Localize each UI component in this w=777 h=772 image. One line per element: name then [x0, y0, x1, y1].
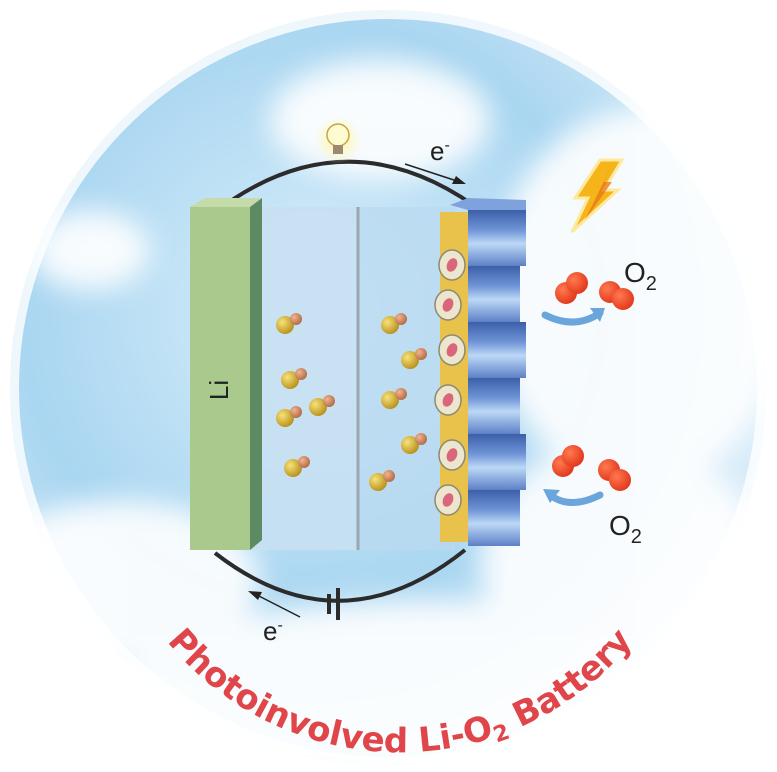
cathode-fold: [468, 210, 526, 266]
li2o2-particle: [401, 433, 427, 454]
battery-symbol-icon: [327, 588, 340, 620]
porous-cathode: [434, 198, 526, 546]
o2-label-top: O2: [624, 257, 657, 295]
photocatalyst-particle: [434, 384, 462, 416]
anode-label: Li: [204, 380, 234, 400]
electron-arrow-top: [404, 163, 461, 183]
cathode-fold: [468, 266, 520, 322]
li2o2-particle: [276, 313, 302, 334]
arrowhead: [248, 591, 262, 600]
o2-label-bottom: O2: [609, 510, 642, 548]
li2o2-particle: [281, 368, 307, 389]
electrolyte: [250, 207, 455, 550]
cathode-fold: [468, 490, 520, 546]
electron-arrow-bottom: [254, 593, 301, 618]
li2o2-particle: [381, 313, 407, 334]
cathode-fold: [468, 322, 526, 378]
o2-molecules-top: [541, 272, 634, 326]
cathode-fold: [468, 434, 526, 490]
li2o2-particle: [276, 406, 302, 427]
li2o2-particle: [369, 470, 395, 491]
photocatalyst-particle: [438, 334, 466, 366]
li2o2-particles: [276, 313, 427, 491]
electron-label-bottom: e-: [263, 616, 283, 646]
photocatalyst-particle: [438, 439, 466, 471]
o2-molecules-bottom: [543, 445, 631, 506]
top-wire: [213, 159, 489, 217]
li2o2-particle: [309, 395, 335, 416]
photocatalyst-particle: [434, 289, 462, 321]
light-bulb-icon: [314, 116, 362, 164]
lightning-icon: [570, 158, 625, 234]
li2o2-particle: [284, 456, 310, 477]
li-anode: Li: [190, 198, 262, 550]
li2o2-particle: [401, 348, 427, 369]
photocatalyst-particle: [434, 484, 462, 516]
li2o2-particle: [381, 388, 407, 409]
arrowhead: [452, 176, 466, 184]
photocatalyst-particle: [438, 249, 466, 281]
electron-label-top: e-: [430, 136, 450, 166]
cathode-fold: [468, 378, 520, 434]
